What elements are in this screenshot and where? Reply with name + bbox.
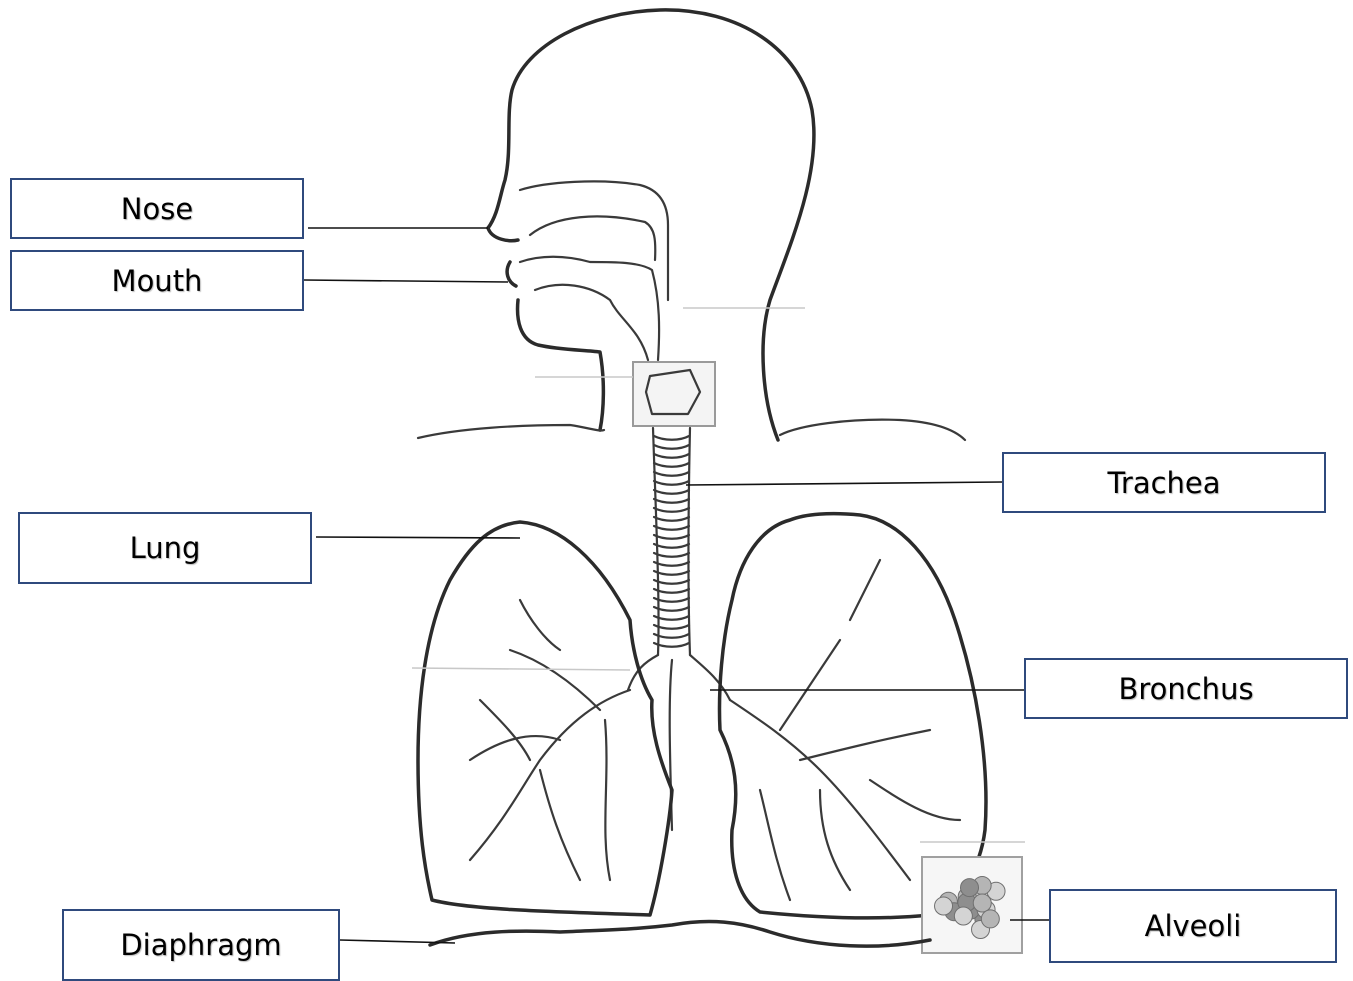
trachea-ring <box>654 499 689 503</box>
label-diaphragm: Diaphragm <box>62 909 340 981</box>
trachea-ring <box>654 589 689 593</box>
trachea-ring <box>654 544 689 548</box>
label-alveoli: Alveoli <box>1049 889 1337 963</box>
nasal-cavity <box>520 181 668 300</box>
right-bronchial-tree <box>730 560 960 900</box>
alveolus <box>954 907 972 925</box>
label-trachea: Trachea <box>1002 452 1326 513</box>
trachea-outline <box>653 428 690 655</box>
ghost-leader-lung-mid <box>412 668 630 670</box>
leader-lung <box>316 537 520 538</box>
trachea-ring <box>654 481 689 485</box>
trachea-ring <box>654 454 689 458</box>
leader-trachea <box>686 482 1002 485</box>
trachea-ring <box>654 436 689 440</box>
trachea-ring <box>654 517 689 521</box>
right-shoulder <box>780 420 965 440</box>
alveolus <box>935 897 953 915</box>
trachea-ring <box>654 472 689 476</box>
trachea-ring <box>654 562 689 566</box>
trachea-ring <box>654 463 689 467</box>
alveolus <box>973 894 991 912</box>
left-bronchial-tree <box>470 600 630 880</box>
label-mouth: Mouth <box>10 250 304 311</box>
trachea-ring <box>654 508 689 512</box>
trachea-ring <box>654 553 689 557</box>
alveolus <box>961 879 979 897</box>
trachea-ring <box>654 535 689 539</box>
diaphragm-curve <box>430 921 930 946</box>
trachea-ring <box>654 490 689 494</box>
alveolus <box>981 910 999 928</box>
trachea-ring <box>654 571 689 575</box>
label-nose: Nose <box>10 178 304 239</box>
leader-mouth <box>304 280 508 282</box>
trachea-ring <box>654 580 689 584</box>
trachea-ring <box>654 445 689 449</box>
face-profile <box>488 228 603 430</box>
label-bronchus: Bronchus <box>1024 658 1348 719</box>
left-lung-outline <box>418 522 672 915</box>
label-lung: Lung <box>18 512 312 584</box>
left-shoulder <box>418 425 604 438</box>
trachea-ring <box>654 526 689 530</box>
